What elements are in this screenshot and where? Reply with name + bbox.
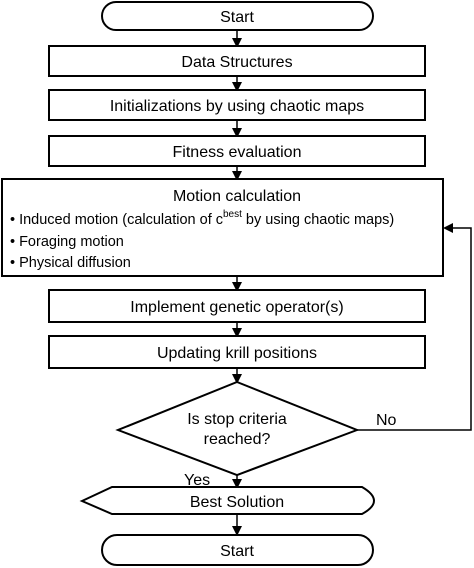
- fitness-box: Fitness evaluation: [48, 135, 426, 167]
- connectors: [232, 30, 472, 536]
- best-solution-shape: Best Solution: [79, 486, 375, 515]
- no-label: No: [376, 412, 397, 429]
- decision-diamond: Is stop criteria reached?: [115, 380, 360, 477]
- motion-title: Motion calculation: [173, 188, 301, 205]
- updating-box: Updating krill positions: [48, 335, 426, 369]
- initializations-box: Initializations by using chaotic maps: [48, 89, 426, 121]
- arrow-no-loop: [357, 223, 472, 431]
- initializations-label: Initializations by using chaotic maps: [110, 98, 364, 115]
- fitness-label: Fitness evaluation: [173, 144, 302, 161]
- data-structures-label: Data Structures: [181, 54, 292, 71]
- decision-line2: reached?: [204, 431, 271, 448]
- end-label: Start: [220, 543, 254, 560]
- start-terminal: Start: [101, 1, 374, 31]
- end-terminal: Start: [101, 534, 374, 566]
- genetic-box: Implement genetic operator(s): [48, 289, 426, 323]
- data-structures-box: Data Structures: [48, 45, 426, 77]
- decision-line1: Is stop criteria: [187, 411, 287, 428]
- yes-label: Yes: [184, 472, 210, 489]
- best-solution-label: Best Solution: [190, 494, 284, 511]
- genetic-label: Implement genetic operator(s): [130, 299, 343, 316]
- motion-item-diffusion: •Physical diffusion: [10, 255, 131, 271]
- motion-item-induced: •Induced motion (calculation of cbest by…: [10, 209, 394, 228]
- updating-label: Updating krill positions: [157, 345, 317, 362]
- start-label: Start: [220, 9, 254, 26]
- motion-box: Motion calculation •Induced motion (calc…: [1, 178, 444, 277]
- motion-item-foraging: •Foraging motion: [10, 234, 124, 250]
